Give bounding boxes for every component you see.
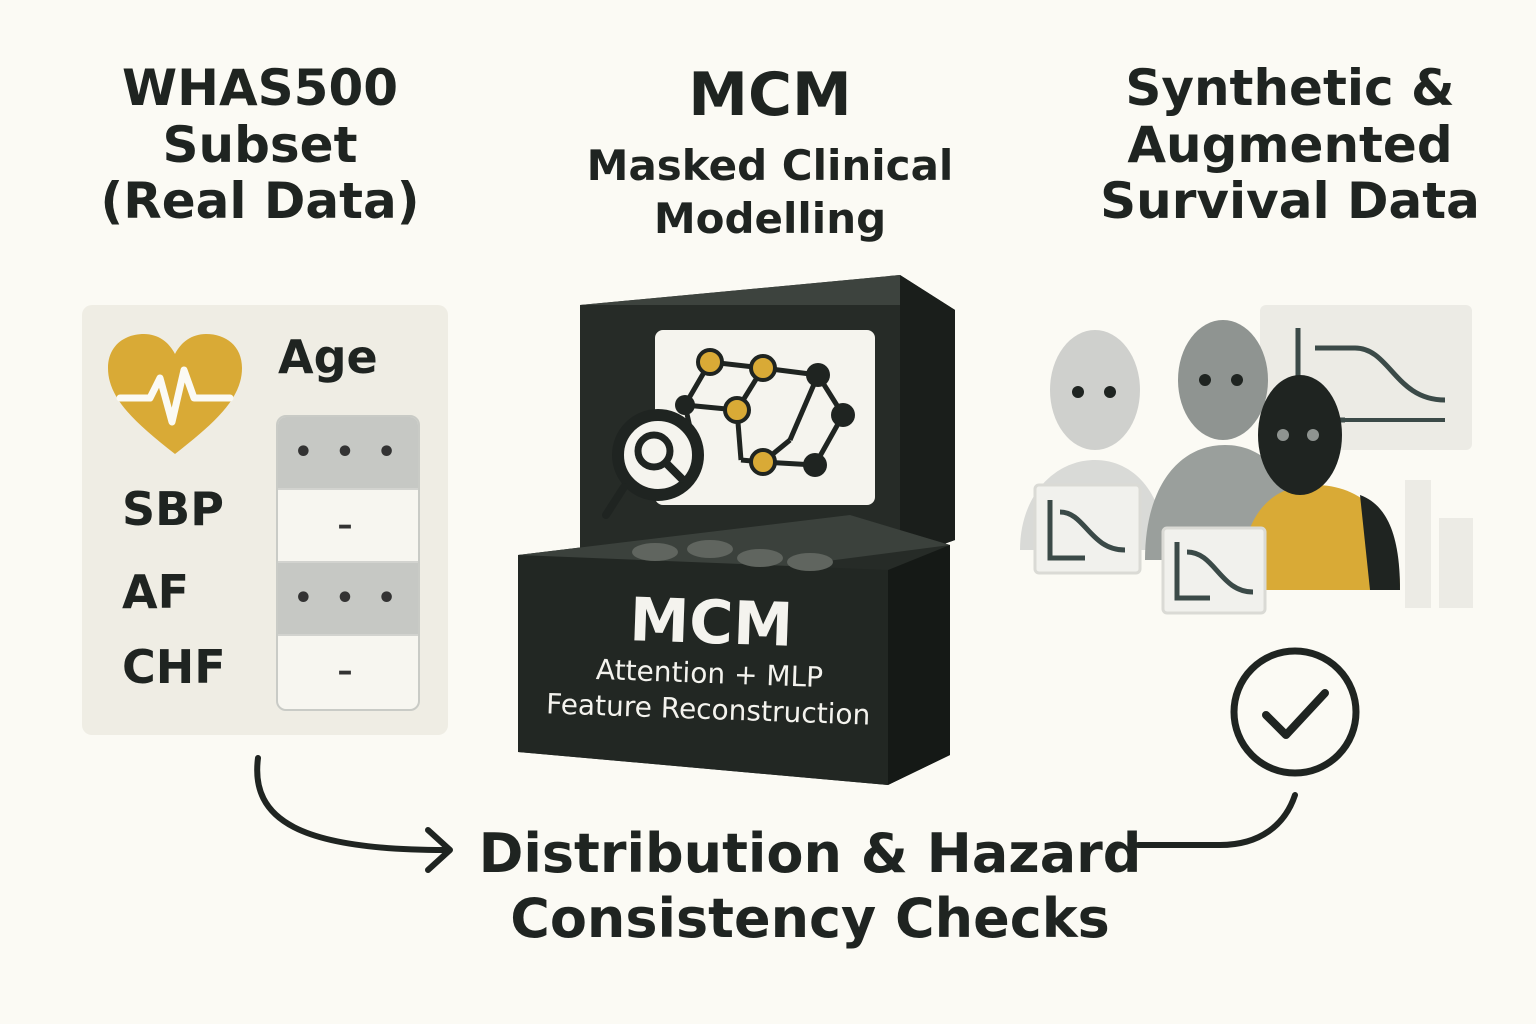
feature-sbp: SBP <box>122 482 224 536</box>
mcm-subtitle-line-2: Modelling <box>653 193 887 243</box>
mcm-box-label: MCM Attention + MLP Feature Reconstructi… <box>518 583 903 735</box>
consistency-checks-title: Distribution & Hazard Consistency Checks <box>430 822 1190 952</box>
real-data-title-line-3: (Real Data) <box>100 172 420 230</box>
age-header: Age <box>278 330 378 384</box>
real-data-title-line-2: Subset <box>162 115 358 174</box>
check-connector-line <box>1135 792 1298 848</box>
mcm-subtitle: Masked Clinical Modelling <box>540 140 1000 245</box>
feature-chf: CHF <box>122 640 226 694</box>
real-data-title: WHAS500 Subset (Real Data) <box>60 60 460 230</box>
checks-title-line-1: Distribution & Hazard <box>478 822 1142 885</box>
masked-cell: • • • <box>278 417 418 490</box>
checkmark-circle-icon <box>1230 647 1360 777</box>
magnifier-icon <box>602 409 704 519</box>
synthetic-title-line-3: Survival Data <box>1100 172 1480 230</box>
value-cell: – <box>278 490 418 563</box>
masked-cell: • • • <box>278 563 418 636</box>
mcm-title: MCM <box>688 60 852 130</box>
real-data-title-line-1: WHAS500 <box>121 59 399 117</box>
mcm-subtitle-line-1: Masked Clinical <box>586 141 954 190</box>
checks-title-line-2: Consistency Checks <box>510 886 1110 950</box>
network-graph-icon <box>675 348 855 477</box>
masked-value-column: • • • – • • • – <box>276 415 420 711</box>
value-cell: – <box>337 654 359 689</box>
flow-arrow <box>254 755 453 873</box>
synthetic-title-line-1: Synthetic & <box>1125 59 1455 117</box>
synthetic-title-line-2: Augmented <box>1127 115 1453 174</box>
people-icon <box>1020 305 1473 615</box>
feature-af: AF <box>122 565 190 619</box>
heart-pulse-icon <box>108 334 242 454</box>
synthetic-data-title: Synthetic & Augmented Survival Data <box>1080 60 1500 230</box>
